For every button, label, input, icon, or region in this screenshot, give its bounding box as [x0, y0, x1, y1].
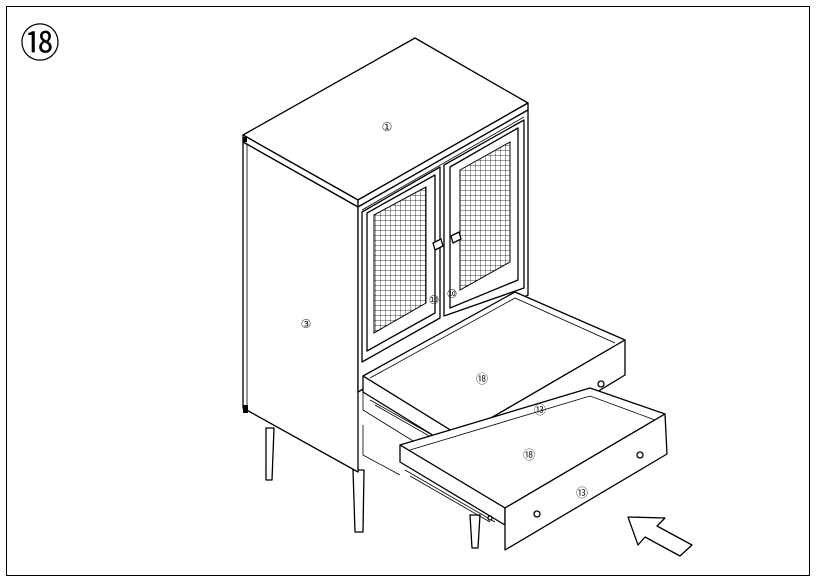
callout-door-left: ⑩	[429, 293, 440, 307]
step-number: ⑱	[20, 21, 60, 67]
drawer-lower	[362, 387, 668, 551]
callout-drawer-upper-front: ⑬	[534, 403, 546, 417]
callout-side-panel: ③	[301, 317, 312, 331]
legs	[265, 427, 481, 549]
side-panel	[242, 137, 359, 473]
callout-door-right: ⑩	[447, 287, 458, 301]
door-left	[361, 166, 444, 363]
door-right	[443, 119, 525, 317]
callout-drawer-upper-bottom: ⑱	[476, 372, 488, 386]
callout-top-panel: ①	[382, 120, 393, 134]
arrow-icon	[627, 516, 693, 557]
callout-drawer-lower-bottom: ⑱	[523, 448, 535, 462]
top-panel	[242, 37, 529, 208]
callout-drawer-lower-front: ⑬	[576, 486, 588, 500]
